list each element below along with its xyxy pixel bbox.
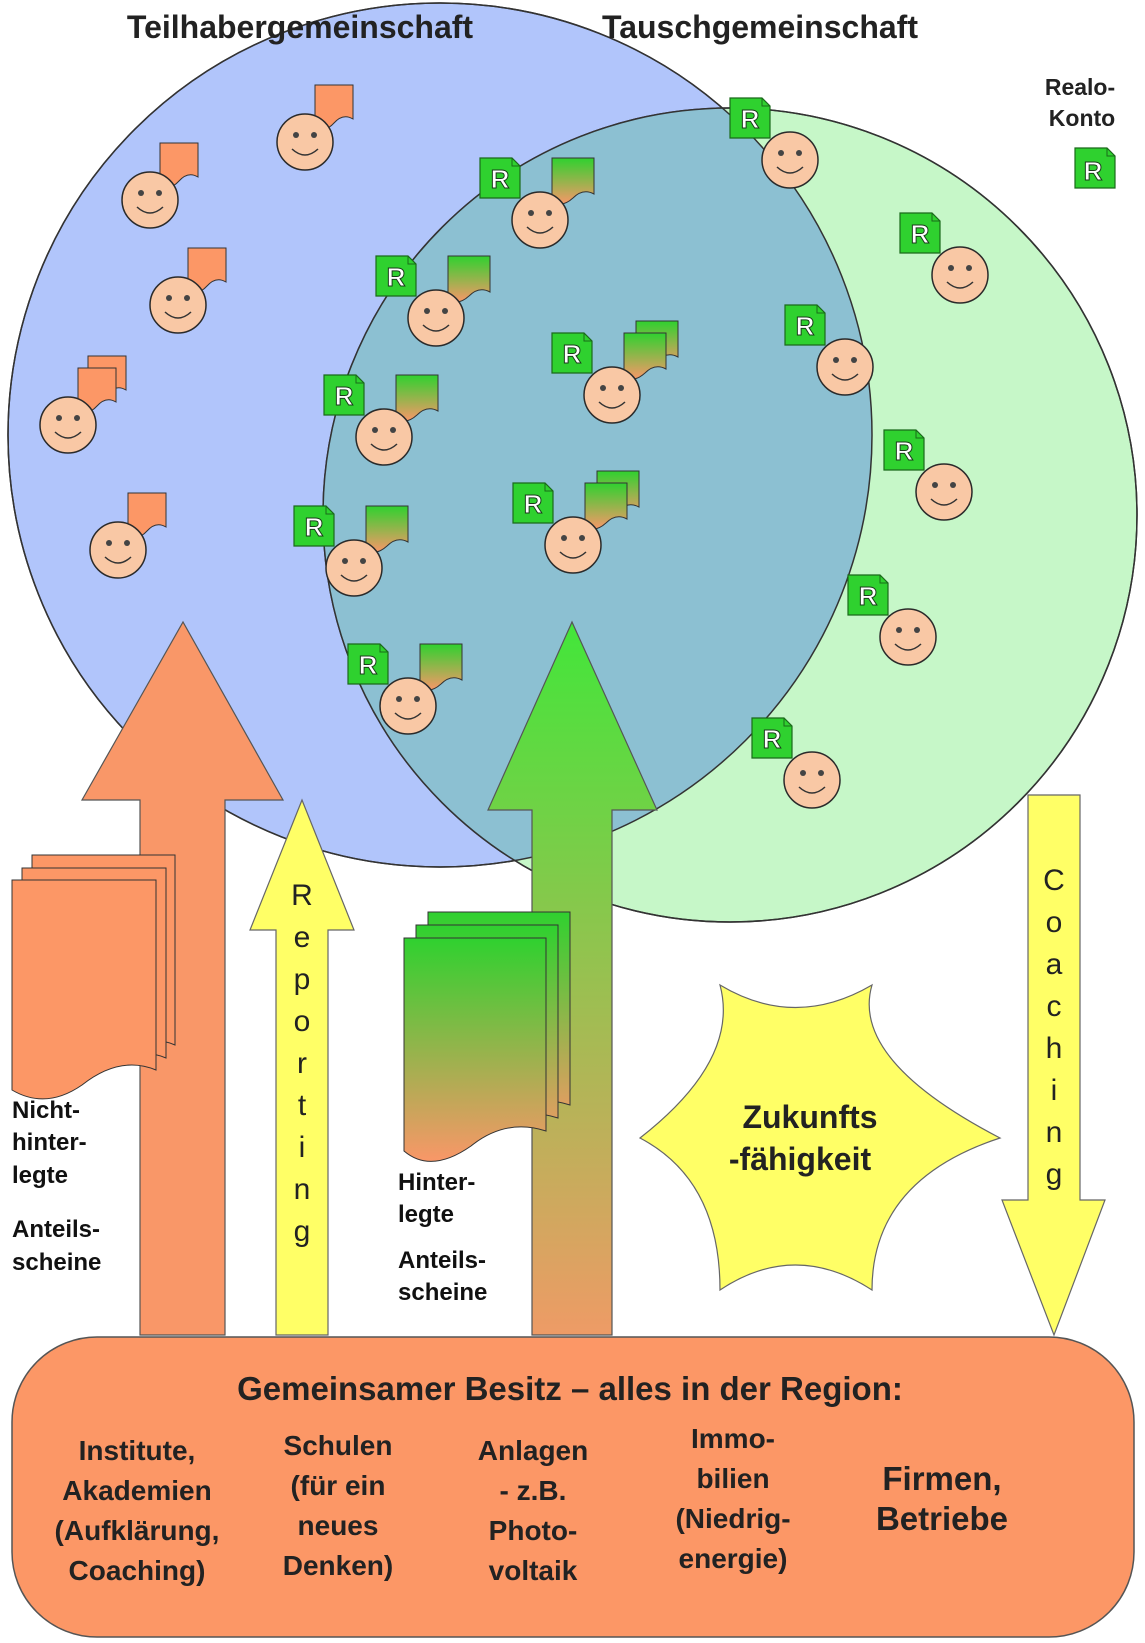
coaching-letter: c (1047, 990, 1062, 1023)
base-column-text: Photo- (489, 1515, 578, 1546)
coaching-letter: a (1046, 948, 1063, 981)
participant-account-and-share: R (293, 505, 409, 597)
title-teilhabergemeinschaft: Teilhabergemeinschaft (127, 9, 474, 45)
base-column-text: bilien (696, 1463, 769, 1494)
base-column-text: Betriebe (876, 1500, 1008, 1537)
base-column-text: Akademien (62, 1475, 211, 1506)
circle-overlap (323, 108, 872, 867)
arrow-hinterlegte-anteile (487, 620, 658, 1336)
participant-account-and-share: R (323, 374, 439, 466)
realo-badge-letter: R (305, 512, 324, 542)
base-column-text: neues (298, 1510, 379, 1541)
coaching-letter: g (1046, 1158, 1063, 1191)
zukunftsfaehigkeit-star (638, 983, 1002, 1292)
base-column-text: energie) (679, 1543, 788, 1574)
participant-account: R (751, 717, 841, 809)
participant-account: R (729, 97, 819, 189)
coaching-letter: n (1046, 1116, 1063, 1149)
base-column-text: Anlagen (478, 1435, 588, 1466)
arrow-reporting (249, 798, 355, 1336)
stacked-green-sheets-icon (403, 911, 571, 1162)
base-column-text: Firmen, (882, 1460, 1001, 1497)
base-column-text: Schulen (284, 1430, 393, 1461)
participants-layer: R R R R R R R R R R R R R (39, 84, 989, 809)
zukunft-line2: -fähigkeit (729, 1141, 872, 1177)
realo-badge-letter: R (387, 262, 406, 292)
zukunft-line1: Zukunfts (742, 1099, 877, 1135)
participant-account-and-share: R (479, 157, 595, 249)
base-column-text: - z.B. (500, 1475, 567, 1506)
label-nicht-3: legte (12, 1162, 68, 1189)
stacked-orange-sheets-icon (11, 854, 176, 1100)
realo-konto-line2: Konto (1049, 105, 1115, 131)
base-column-text: Institute, (79, 1435, 196, 1466)
base-column-text: voltaik (489, 1555, 578, 1586)
base-columns: Institute, Akademien (Aufklärung, Coaching)… (55, 1423, 1008, 1586)
realo-badge-letter: R (741, 104, 760, 134)
participant-account: R (899, 212, 989, 304)
participant-account-and-share: R (512, 470, 640, 574)
reporting-letter: R (291, 879, 313, 912)
label-hinterlegte: Hinter- legte Anteils- scheine (398, 1169, 487, 1306)
label-hinter-4: scheine (398, 1279, 487, 1306)
participant-account: R (784, 304, 874, 396)
base-column-text: Denken) (283, 1550, 393, 1581)
label-hinter-3: Anteils- (398, 1247, 486, 1274)
realo-konto-badge-letter: R (1084, 156, 1103, 186)
participant-account: R (883, 429, 973, 521)
realo-badge-letter: R (796, 311, 815, 341)
label-hinter-1: Hinter- (398, 1169, 475, 1196)
reporting-letter: p (294, 963, 311, 996)
base-column-text: (Niedrig- (675, 1503, 790, 1534)
reporting-letter: i (299, 1131, 306, 1164)
realo-badge-letter: R (491, 164, 510, 194)
participant-account-and-share: R (375, 255, 491, 347)
coaching-letter: C (1043, 864, 1065, 897)
reporting-letter: o (294, 1005, 311, 1038)
label-nicht-4: Anteils- (12, 1216, 100, 1243)
coaching-letter: o (1046, 906, 1063, 939)
label-nicht-5: scheine (12, 1249, 101, 1276)
arrow-nicht-hinterlegte-anteile (80, 620, 285, 1336)
participant-account-and-share: R (347, 643, 463, 735)
realo-konto-line1: Realo- (1045, 74, 1115, 100)
realo-badge-letter: R (763, 724, 782, 754)
reporting-letter: n (294, 1173, 311, 1206)
realo-badge-letter: R (359, 650, 378, 680)
base-column-text: Coaching) (69, 1555, 206, 1586)
base-title: Gemeinsamer Besitz – alles in der Region… (237, 1370, 903, 1407)
base-column-text: (für ein (291, 1470, 386, 1501)
base-column-text: (Aufklärung, (55, 1515, 220, 1546)
coaching-letter: i (1051, 1074, 1058, 1107)
realo-badge-letter: R (524, 489, 543, 519)
participant-account-and-share: R (551, 320, 679, 424)
realo-badge-letter: R (563, 339, 582, 369)
reporting-letter: t (298, 1089, 307, 1122)
realo-badge-letter: R (335, 381, 354, 411)
coaching-label: Coaching (1043, 864, 1065, 1191)
realo-konto-legend: Realo- Konto R (1045, 74, 1116, 189)
participant-account: R (847, 574, 937, 666)
label-nicht-hinterlegte: Nicht- hinter- legte Anteils- scheine (12, 1097, 101, 1276)
label-nicht-1: Nicht- (12, 1097, 80, 1124)
arrow-coaching (1001, 794, 1106, 1337)
realo-badge-letter: R (859, 581, 878, 611)
reporting-letter: g (294, 1215, 311, 1248)
reporting-letter: e (294, 921, 311, 954)
label-hinter-2: legte (398, 1201, 454, 1228)
reporting-letter: r (297, 1047, 307, 1080)
base-column-text: Immo- (691, 1423, 775, 1454)
label-nicht-2: hinter- (12, 1129, 87, 1156)
coaching-letter: h (1046, 1032, 1063, 1065)
title-tauschgemeinschaft: Tauschgemeinschaft (602, 9, 918, 45)
gemeinsamer-besitz-box (11, 1336, 1135, 1638)
realo-badge-letter: R (911, 219, 930, 249)
realo-badge-letter: R (895, 436, 914, 466)
